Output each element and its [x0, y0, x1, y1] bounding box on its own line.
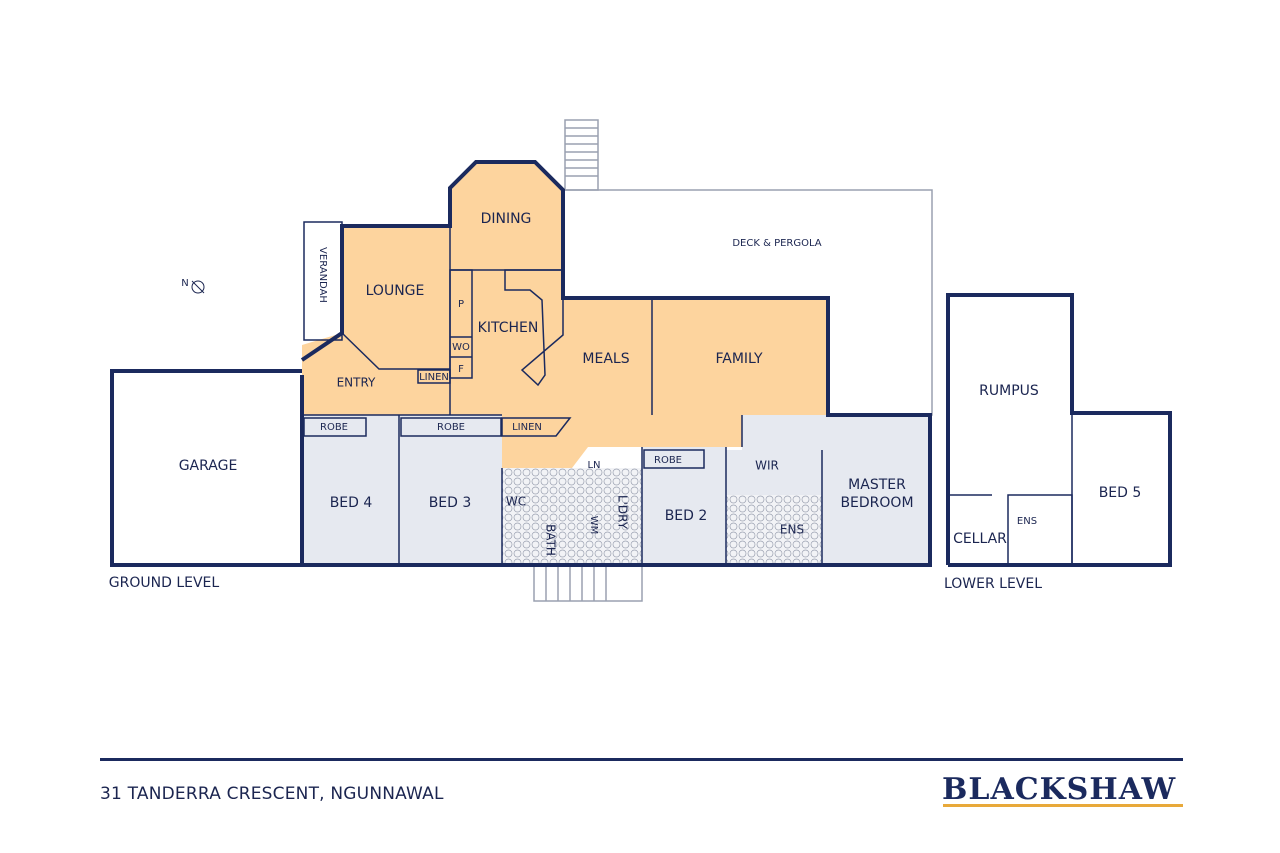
label-cellar: CELLAR [953, 531, 1007, 547]
label-wall-oven: WO [452, 342, 470, 353]
label-bath: BATH [544, 524, 558, 556]
ensuite-room [726, 495, 822, 563]
label-ln: LN [587, 460, 600, 471]
label-bed2: BED 2 [665, 508, 708, 524]
bed4-room [302, 415, 399, 563]
north-arrow-icon: N [181, 278, 205, 294]
label-family: FAMILY [715, 351, 762, 367]
label-linen: LINEN [512, 422, 542, 433]
label-ground-level: GROUND LEVEL [109, 575, 220, 591]
label-verandah: VERANDAH [317, 247, 328, 303]
living-area [302, 162, 828, 468]
label-linen: LINEN [419, 372, 449, 383]
label-wir: WIR [755, 459, 779, 473]
garage-room [112, 371, 302, 564]
label-wm: WM [588, 516, 599, 535]
label-entry: ENTRY [337, 376, 376, 390]
label-garage: GARAGE [179, 458, 238, 474]
label-ens-lower: ENS [1017, 516, 1037, 527]
label-kitchen: KITCHEN [478, 320, 539, 336]
label-wc: WC [506, 495, 526, 509]
label-ens: ENS [780, 523, 804, 537]
label-bedroom: BEDROOM [840, 495, 913, 511]
label-lower-level: LOWER LEVEL [944, 576, 1042, 592]
label-master: MASTER [848, 477, 906, 493]
bottom-stairs [533, 562, 643, 602]
label-dining: DINING [481, 211, 532, 227]
walls [110, 160, 1172, 567]
label-deck: DECK & PERGOLA [732, 238, 821, 249]
label-rumpus: RUMPUS [979, 383, 1039, 399]
bed2-room [642, 447, 726, 563]
label-meals: MEALS [582, 351, 629, 367]
brand-underline [943, 804, 1183, 807]
wir-room [726, 450, 822, 495]
svg-text:N: N [181, 278, 188, 289]
footer-rule [100, 758, 1183, 761]
brand-logo: BLACKSHAW [942, 772, 1177, 807]
property-address: 31 TANDERRA CRESCENT, NGUNNAWAL [100, 784, 444, 804]
label-pantry: P [458, 299, 464, 310]
label-bed3: BED 3 [429, 495, 472, 511]
label-bed5: BED 5 [1099, 485, 1142, 501]
label-robe: ROBE [654, 455, 682, 466]
kitchen-bench [504, 269, 564, 387]
top-stairs [564, 119, 599, 191]
label-fridge: F [458, 364, 464, 375]
label-robe: ROBE [437, 422, 465, 433]
bed3-room [399, 415, 502, 563]
label-laundry: L'DRY [616, 495, 630, 530]
label-lounge: LOUNGE [366, 283, 425, 299]
wet-area [502, 468, 642, 563]
label-bed4: BED 4 [330, 495, 373, 511]
label-robe: ROBE [320, 422, 348, 433]
